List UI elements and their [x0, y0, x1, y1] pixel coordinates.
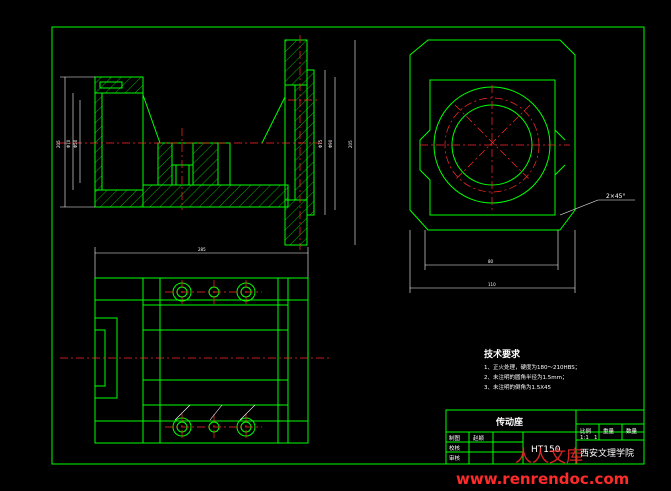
tech-req-item-3: 3、未注明的倒角为1.5X45 — [484, 383, 552, 391]
scale-value: 1:1 — [580, 435, 589, 441]
title-row-label-3: 审核 — [449, 454, 461, 462]
tech-req-heading: 技术要求 — [484, 348, 521, 360]
svg-text:285: 285 — [198, 247, 206, 252]
header-cell-weight: 重量 — [603, 427, 615, 435]
school-name: 西安文理学院 — [580, 447, 634, 459]
title-block — [445, 409, 645, 465]
drawing-frame — [51, 26, 645, 465]
tech-req-item-2: 2、未注明的圆角半径为1.5mm； — [484, 373, 567, 381]
top-view: 285 — [60, 247, 330, 444]
chamfer-annotation: 2×45° — [606, 193, 625, 200]
watermark-logo: 人人文库 — [515, 447, 583, 467]
title-row-label-1: 制图 — [449, 434, 461, 442]
svg-text:Φ50: Φ50 — [73, 139, 78, 148]
part-name: 传动座 — [495, 416, 523, 428]
header-cell-qty: 数量 — [626, 427, 638, 435]
header-cell-scale: 比例 — [580, 427, 592, 435]
front-section-view: 205 Φ70 Φ50 Φ75 Φ90 205 — [56, 35, 356, 250]
title-row-label-2: 校核 — [449, 444, 461, 452]
tech-req-item-1: 1、正火处理，硬度为180～210HBS； — [484, 363, 580, 371]
material: HT150 — [531, 445, 561, 455]
svg-text:110: 110 — [488, 282, 496, 287]
svg-text:Φ90: Φ90 — [328, 139, 333, 148]
svg-text:Φ70: Φ70 — [66, 139, 71, 148]
watermark-url: www.renrendoc.com — [456, 470, 629, 488]
svg-text:205: 205 — [56, 140, 61, 148]
quantity-value: 1 — [594, 435, 598, 441]
svg-text:80: 80 — [488, 259, 494, 264]
svg-text:Φ75: Φ75 — [318, 139, 323, 148]
technical-requirements: 技术要求 1、正火处理，硬度为180～210HBS； 2、未注明的圆角半径为1.… — [484, 348, 580, 391]
svg-text:205: 205 — [348, 140, 353, 148]
side-view: 80 110 — [409, 39, 635, 293]
drafter-name: 赵颖 — [473, 434, 485, 442]
